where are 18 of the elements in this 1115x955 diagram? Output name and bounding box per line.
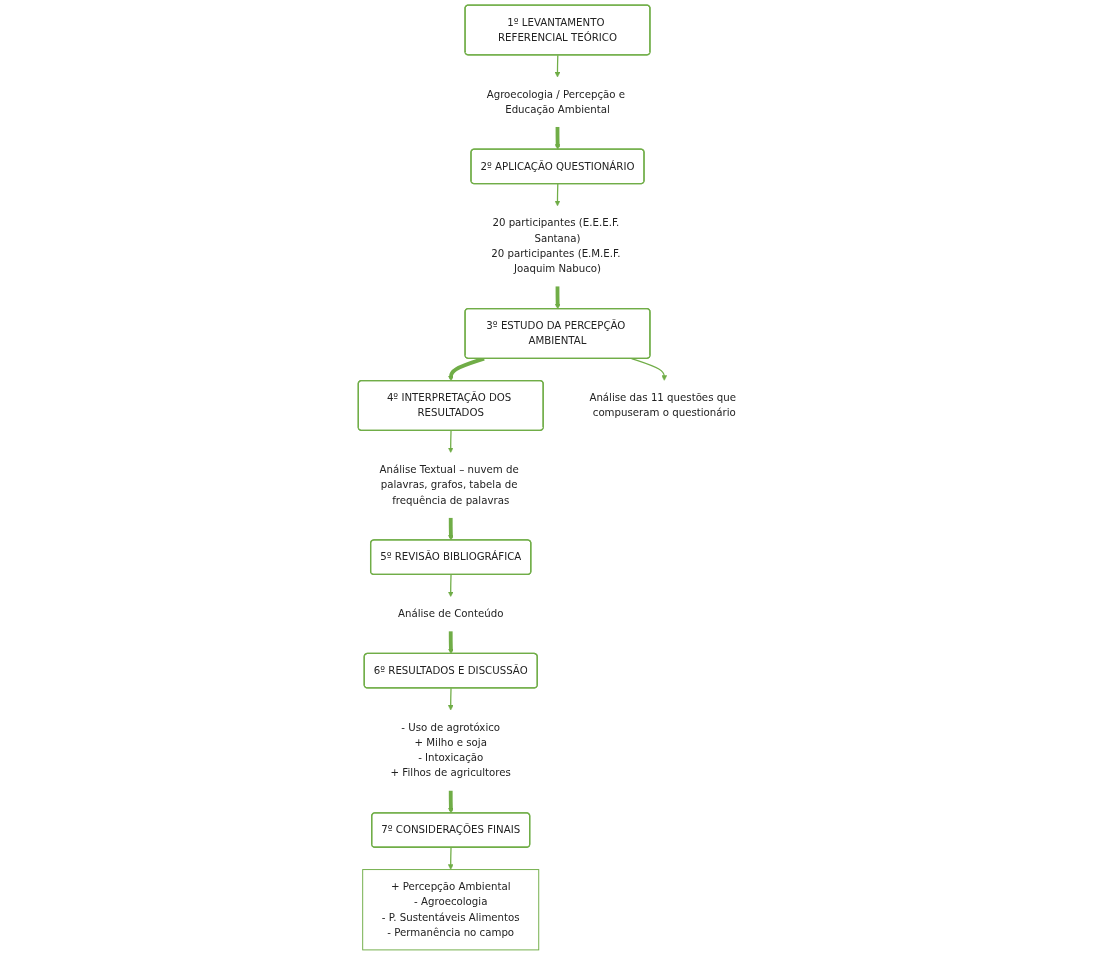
arrow [554, 286, 561, 310]
arrow [448, 790, 454, 814]
arrow [554, 126, 561, 150]
node-text: Agroecologia / Percepção e Educação Ambiental [486, 87, 626, 116]
node-text: Análise das 11 questões que compuseram o questionário [589, 391, 736, 419]
arrow [554, 183, 561, 207]
node-text: - Uso de agrotóxico + Milho e soja - Intoxicação + Filhos de agricultores [390, 721, 511, 780]
arrow [554, 54, 561, 78]
arrow [448, 517, 454, 541]
arrow [447, 430, 454, 453]
arrow [448, 631, 454, 655]
node-text: 20 participantes (E.E.E.F. Santana) 20 participantes (E.M.E.F. Joaquim Nabuco) [491, 216, 621, 275]
arrow [447, 687, 454, 711]
arrow [447, 574, 454, 597]
arrow [447, 846, 454, 870]
node-text: Análise de Conteúdo [397, 607, 504, 620]
node-text: Análise Textual – nuvem de palavras, grafos, tabela de frequência de palavras [379, 463, 519, 507]
node-box: + Percepção Ambiental - Agroecologia - P. Sustentáveis Alimentos - Permanência no campo [362, 869, 540, 951]
